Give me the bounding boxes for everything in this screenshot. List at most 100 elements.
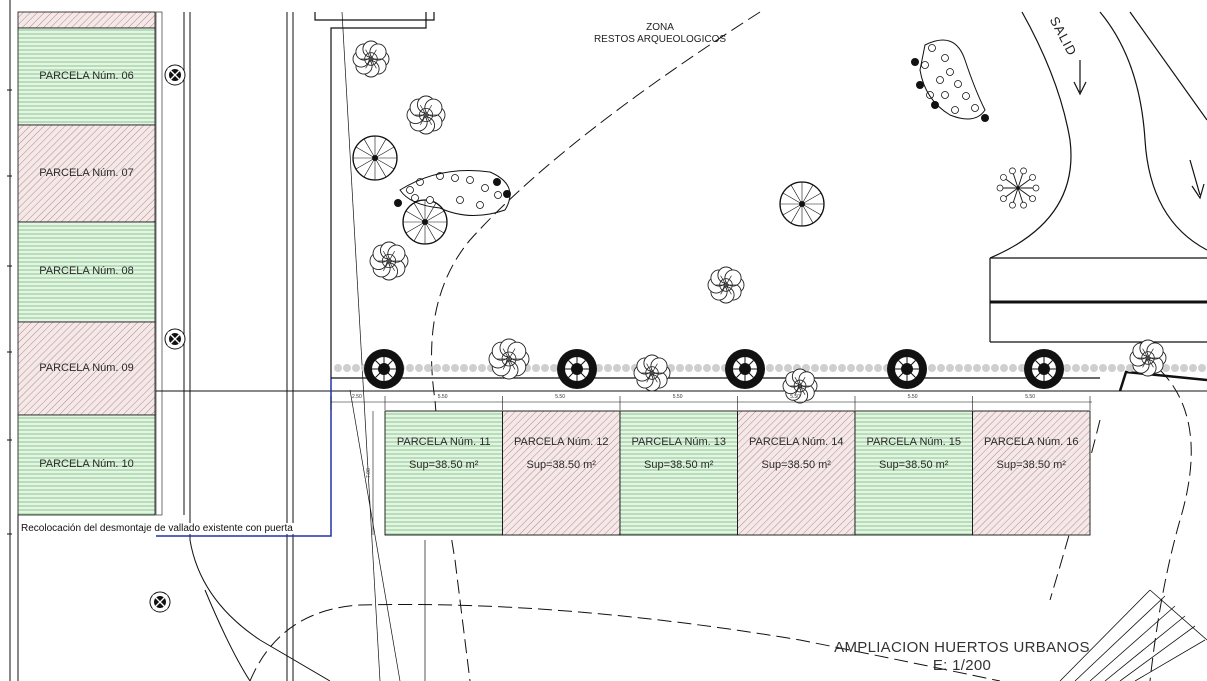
tree-spoke <box>779 181 825 227</box>
hedge-shrub <box>1171 364 1179 372</box>
tree-bush <box>352 40 390 78</box>
tree-dark <box>364 349 404 389</box>
fence-note: Recolocación del desmontaje de vallado e… <box>20 523 294 534</box>
bed-plant <box>921 61 929 69</box>
hedge-shrub <box>856 364 864 372</box>
hedge-shrub <box>1081 364 1089 372</box>
hedge-shrub <box>604 364 612 372</box>
bottom-plot-label: PARCELA Núm. 11 <box>396 436 491 448</box>
hedge-shrub <box>424 364 432 372</box>
hedge-shrub <box>1099 364 1107 372</box>
bed-plant-dark <box>503 190 511 198</box>
tree-bush <box>707 266 745 304</box>
left-plot-label: PARCELA Núm. 09 <box>39 361 134 374</box>
tree-star <box>996 167 1040 209</box>
bed-plant <box>971 104 979 112</box>
tree-bush <box>782 368 818 404</box>
hedge-shrub <box>622 364 630 372</box>
hedge-shrub <box>775 364 783 372</box>
hedge-shrub <box>973 364 981 372</box>
hedge-shrub <box>442 364 450 372</box>
hedge-shrub <box>1018 364 1026 372</box>
bed-plant <box>406 186 414 194</box>
dimension-label: 5.50 <box>907 394 918 400</box>
tree-small-marker <box>164 64 186 86</box>
hedge-shrub <box>937 364 945 372</box>
bottom-plot <box>502 410 621 536</box>
dimension-label: 5.50 <box>672 394 683 400</box>
trees <box>149 40 1167 613</box>
bed-plant <box>951 106 959 114</box>
hedge-shrub <box>460 364 468 372</box>
dashed-paths <box>249 11 1192 681</box>
road <box>989 11 1207 392</box>
bed-plant <box>941 91 949 99</box>
tree-spoke <box>402 199 448 245</box>
tree-small-marker <box>164 328 186 350</box>
hedge-shrub <box>550 364 558 372</box>
bottom-plot-label: PARCELA Núm. 15 <box>866 436 962 448</box>
hedge-shrub <box>676 364 684 372</box>
construction-lines <box>341 11 426 681</box>
hedge-shrub <box>1189 364 1197 372</box>
bottom-plot-area: Sup=38.50 m² <box>526 459 596 471</box>
left-plot <box>17 124 156 223</box>
bed-plant-dark <box>493 178 501 186</box>
left-plot-label: PARCELA Núm. 07 <box>39 166 134 179</box>
bottom-plot <box>854 410 973 536</box>
hedge-shrub <box>1072 364 1080 372</box>
hedge-shrub <box>991 364 999 372</box>
hedge-shrub <box>541 364 549 372</box>
bottom-plot-label: PARCELA Núm. 12 <box>513 436 609 448</box>
hedge-shrub <box>1180 364 1188 372</box>
hedge-shrub <box>712 364 720 372</box>
hedge-shrub <box>784 364 792 372</box>
bed-plant <box>426 196 434 204</box>
bed-plant <box>451 174 459 182</box>
hedge-shrub <box>928 364 936 372</box>
tree-dark <box>887 349 927 389</box>
zone-label-line1: ZONA <box>646 22 674 33</box>
tree-bush <box>488 338 530 380</box>
left-plot-label: PARCELA Núm. 08 <box>39 265 134 277</box>
bottom-plot <box>737 410 856 536</box>
bottom-plot-area: Sup=38.50 m² <box>996 459 1066 471</box>
bottom-plot-area: Sup=38.50 m² <box>761 459 831 471</box>
bed-plant <box>946 68 954 76</box>
hedge-shrub <box>1198 364 1206 372</box>
drawing-title-scale: E: 1/200 <box>932 657 992 674</box>
drawing-title-name: AMPLIACION HUERTOS URBANOS <box>834 639 1090 656</box>
left-path-lines <box>17 12 331 681</box>
park-boundary <box>314 12 1100 379</box>
bottom-plot <box>384 410 503 536</box>
hedge-shrub <box>964 364 972 372</box>
tree-spoke <box>352 135 398 181</box>
hedge-shrub <box>703 364 711 372</box>
bottom-plot-row <box>384 410 1091 536</box>
hedge-shrub <box>838 364 846 372</box>
planting-bed-1 <box>399 169 511 217</box>
hedge-shrub <box>829 364 837 372</box>
bottom-plot-area: Sup=38.50 m² <box>879 459 949 471</box>
dimension-label: 5.50 <box>437 394 448 400</box>
hedge-shrub <box>469 364 477 372</box>
relocated-fence <box>156 378 332 537</box>
hedge-shrub <box>982 364 990 372</box>
dimension-label: 5.50 <box>1025 394 1035 400</box>
hedge-shrub <box>865 364 873 372</box>
tree-small-marker <box>149 591 171 613</box>
tree-bush <box>406 95 446 135</box>
drawing-title: AMPLIACION HUERTOS URBANOS E: 1/200 <box>812 639 1112 675</box>
bottom-plot-area: Sup=38.50 m² <box>409 459 479 471</box>
bed-plant <box>954 80 962 88</box>
hedge-shrub <box>946 364 954 372</box>
hedge-shrub <box>685 364 693 372</box>
hedge-shrub <box>766 364 774 372</box>
hedge-shrub <box>343 364 351 372</box>
hedge-shrub <box>532 364 540 372</box>
dimension-label: 2.50 <box>352 394 362 400</box>
ramp <box>1059 589 1207 681</box>
hedge-shrub <box>1009 364 1017 372</box>
left-plot <box>17 321 156 416</box>
hedge-shrub <box>820 364 828 372</box>
